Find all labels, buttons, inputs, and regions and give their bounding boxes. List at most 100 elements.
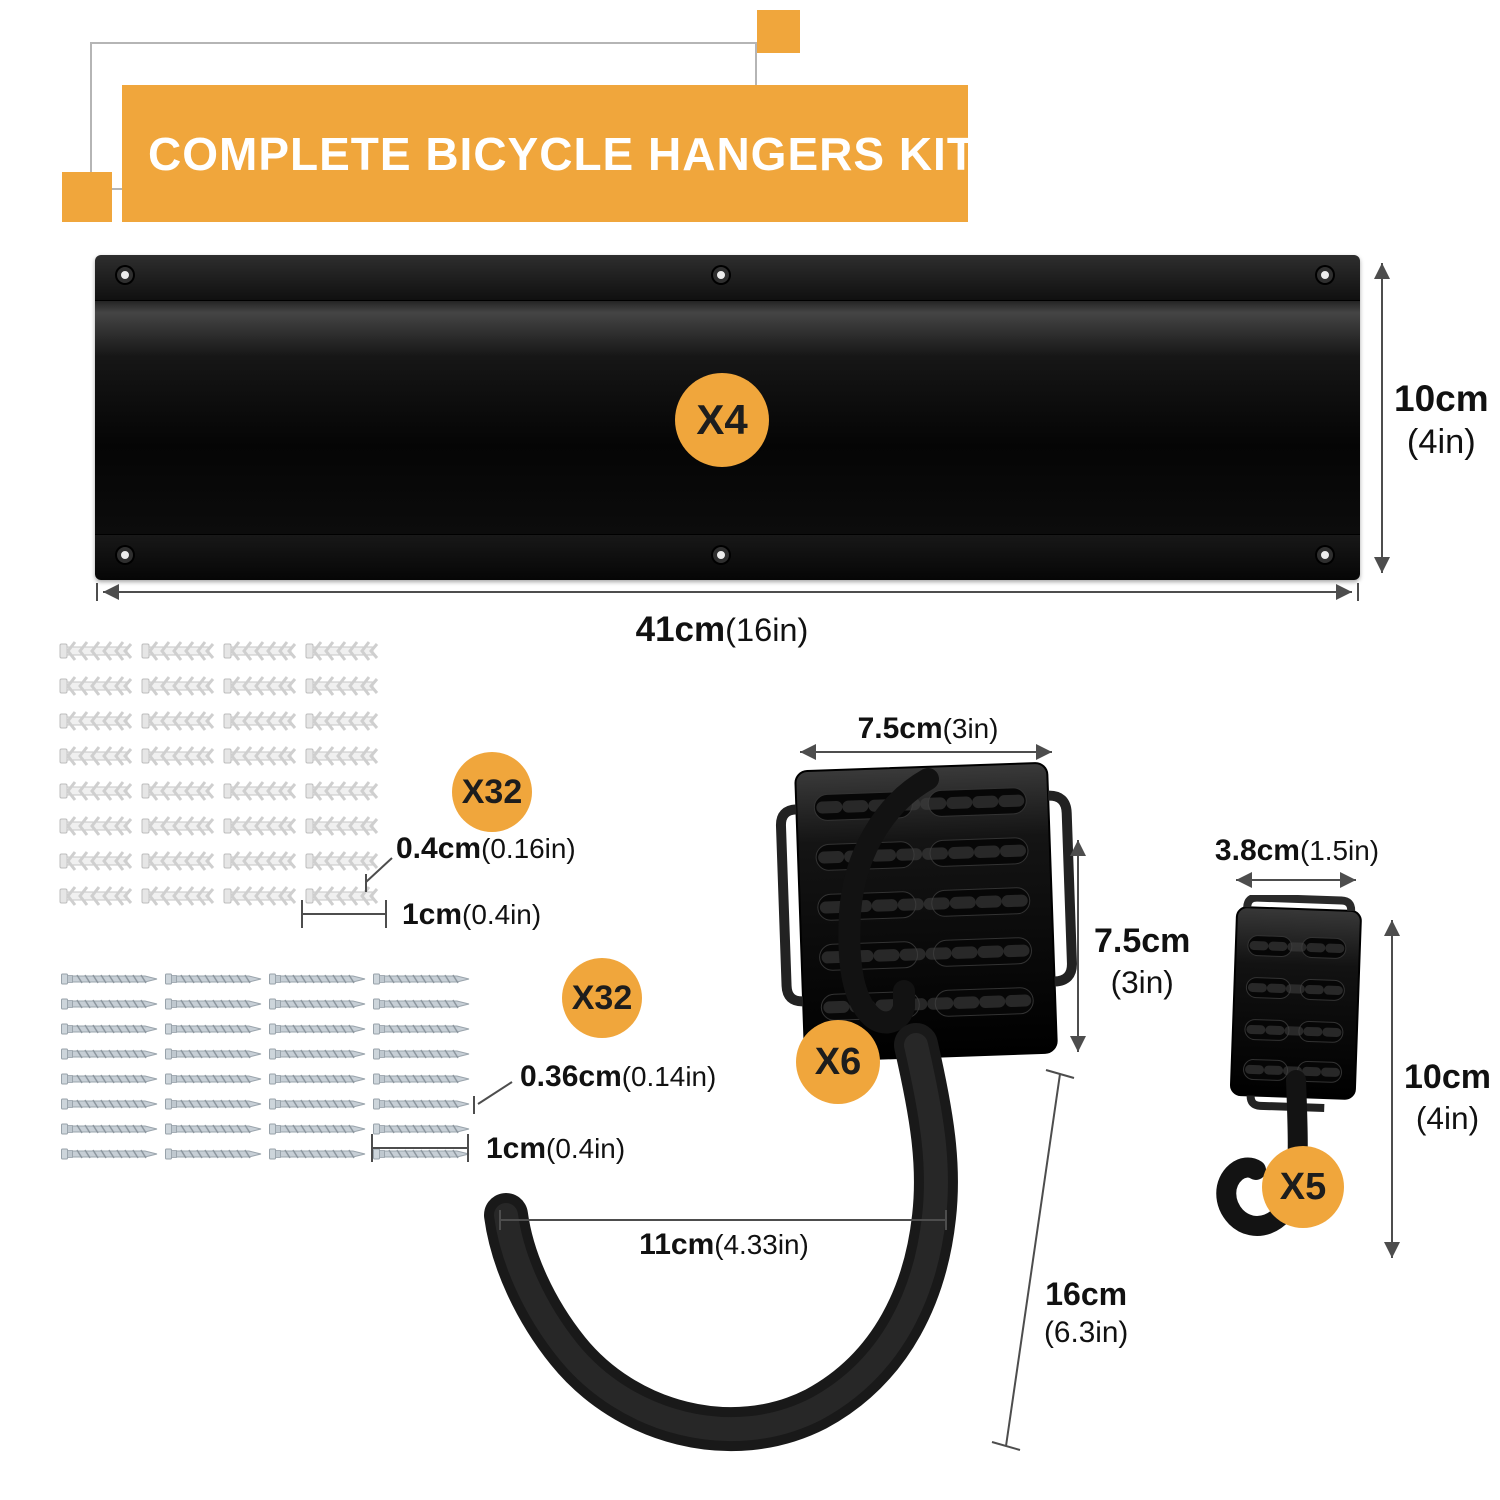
plate-top-fold — [1243, 895, 1356, 912]
decor-square-left — [62, 172, 112, 222]
screw-icon — [373, 973, 470, 984]
anchor-icon — [141, 710, 215, 731]
screw-icon — [373, 1123, 470, 1134]
screw-icon — [373, 1023, 470, 1034]
rail-width-label: 41cm(16in) — [635, 610, 809, 649]
screw-hole-icon — [1317, 267, 1333, 283]
anchor-icon — [305, 745, 379, 766]
large-hook-height-label: 7.5cm(3in) — [1094, 922, 1191, 1000]
anchor-icon — [141, 745, 215, 766]
large-hook-width-label: 7.5cm(3in) — [857, 712, 999, 745]
small-hook-count-badge: X5 — [1262, 1146, 1344, 1228]
screw-icon — [269, 1148, 366, 1159]
plate-left-clip — [775, 804, 804, 1007]
screw-hole-icon — [713, 267, 729, 283]
hook-wire — [838, 768, 939, 1034]
rail-height-label: 10cm(4in) — [1394, 378, 1489, 461]
anchor-icon — [305, 780, 379, 801]
title-banner: COMPLETE BICYCLE HANGERS KIT — [122, 85, 975, 222]
anchor-icon — [305, 710, 379, 731]
decor-square-top — [757, 10, 800, 53]
screw-icon — [165, 1098, 262, 1109]
rail-bottom-flange — [95, 534, 1360, 580]
screw-icon — [269, 1073, 366, 1084]
anchor-icon — [141, 780, 215, 801]
screw-icon — [61, 1073, 158, 1084]
screw-hole-icon — [117, 547, 133, 563]
screw-length-label: 1cm(0.4in) — [486, 1132, 626, 1165]
rail-count-badge: X4 — [675, 373, 769, 467]
anchor-icon — [141, 640, 215, 661]
anchor-icon — [141, 675, 215, 696]
screw-icon — [165, 1073, 262, 1084]
anchor-icon — [305, 815, 379, 836]
anchor-icon — [59, 675, 133, 696]
screw-icon — [61, 998, 158, 1009]
anchors-count-badge: X32 — [452, 752, 532, 832]
screw-icon — [165, 1023, 262, 1034]
screw-icon — [165, 1123, 262, 1134]
anchor-icon — [223, 745, 297, 766]
anchor-diameter-label: 0.4cm(0.16in) — [396, 832, 576, 865]
screw-icon — [269, 998, 366, 1009]
anchor-icon — [59, 815, 133, 836]
screw-icon — [165, 1148, 262, 1159]
screw-icon — [61, 1148, 158, 1159]
page-title: COMPLETE BICYCLE HANGERS KIT — [148, 127, 976, 180]
anchor-icon — [305, 885, 379, 906]
anchor-icon — [59, 780, 133, 801]
anchor-length-label: 1cm(0.4in) — [402, 898, 542, 931]
screw-icon — [61, 973, 158, 984]
anchor-icon — [141, 885, 215, 906]
small-hook-mount-plate — [1229, 895, 1362, 1113]
screw-hole-icon — [117, 267, 133, 283]
screw-icon — [165, 1048, 262, 1059]
screw-icon — [373, 1048, 470, 1059]
screw-icon — [269, 1023, 366, 1034]
screw-icon — [373, 998, 470, 1009]
screw-icon — [61, 1048, 158, 1059]
anchor-icon — [59, 640, 133, 661]
rail-top-flange — [95, 255, 1360, 301]
anchor-icon — [223, 780, 297, 801]
screw-icon — [373, 1073, 470, 1084]
screws-count-badge: X32 — [562, 958, 642, 1038]
plate-ribs — [1243, 935, 1347, 1083]
anchor-icon — [305, 675, 379, 696]
anchor-icon — [141, 815, 215, 836]
anchor-icon — [223, 850, 297, 871]
anchor-icon — [223, 640, 297, 661]
hook-opening-width-label: 11cm(4.33in) — [639, 1228, 809, 1261]
anchor-icon — [59, 745, 133, 766]
anchor-icon — [59, 885, 133, 906]
screw-icon — [269, 973, 366, 984]
plate-bottom-clip — [1246, 1095, 1325, 1113]
screw-icon — [269, 1123, 366, 1134]
foam-highlight — [494, 1033, 948, 1442]
large-hook-image — [484, 762, 1077, 1452]
small-hook-width-label: 3.8cm(1.5in) — [1214, 834, 1380, 867]
anchor-icon — [223, 815, 297, 836]
screw-icon — [165, 973, 262, 984]
screw-icon — [61, 1098, 158, 1109]
anchor-icon — [223, 710, 297, 731]
screw-icon — [165, 998, 262, 1009]
hook-mount-plate — [775, 762, 1077, 1062]
screw-icon — [373, 1148, 470, 1159]
large-hook-count-badge: X6 — [796, 1020, 880, 1104]
anchor-icon — [223, 675, 297, 696]
screw-icon — [61, 1123, 158, 1134]
anchor-icon — [59, 850, 133, 871]
wall-rail-image — [95, 255, 1360, 580]
screw-icon — [269, 1098, 366, 1109]
screws-grid — [58, 966, 474, 1166]
screw-icon — [61, 1023, 158, 1034]
screw-diameter-label: 0.36cm(0.14in) — [520, 1060, 717, 1093]
hook-total-height-label: 16cm(6.3in) — [1044, 1276, 1129, 1349]
anchor-icon — [59, 710, 133, 731]
screw-hole-icon — [1317, 547, 1333, 563]
anchor-icon — [223, 885, 297, 906]
screw-icon — [269, 1048, 366, 1059]
small-hook-height-label: 10cm(4in) — [1404, 1058, 1491, 1136]
